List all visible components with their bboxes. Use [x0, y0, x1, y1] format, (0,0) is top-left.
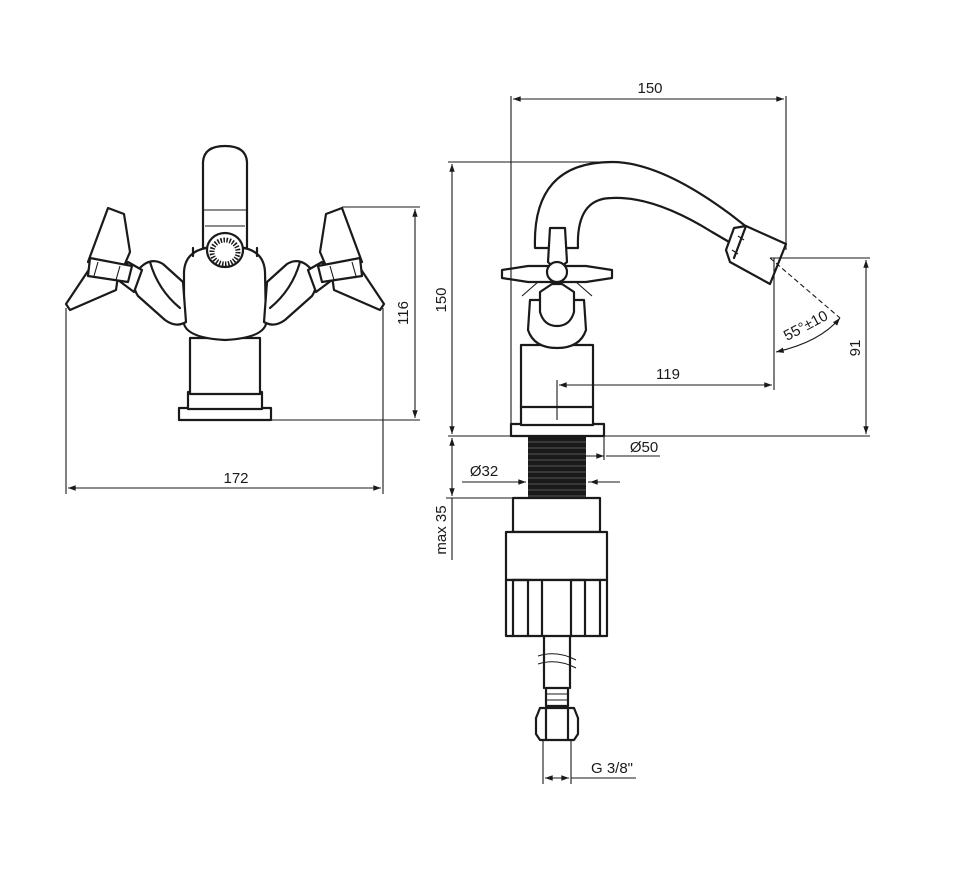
side-nut-upper: [504, 530, 609, 582]
side-connector-nut: [534, 706, 580, 742]
dim-spout-height: 91: [847, 340, 864, 357]
dim-spout-angle: 55°±10: [781, 307, 831, 344]
dim-connection: G 3/8": [591, 760, 633, 777]
side-hose-ferrule: [544, 686, 570, 708]
side-threaded-rod: [528, 436, 586, 500]
side-handle-hub: [545, 260, 569, 284]
dim-side-height: 150: [433, 287, 450, 312]
front-column: [188, 336, 262, 396]
front-right-handle-upper: [318, 206, 364, 268]
front-left-handle-upper: [86, 206, 132, 268]
dim-side-width: 150: [637, 80, 662, 97]
side-spout: [533, 160, 750, 250]
dim-spout-reach: 119: [656, 366, 680, 383]
dim-base-diameter: Ø50: [630, 439, 658, 456]
side-view: 150 150 91 119 55°±10 Ø50 Ø32 max 3: [433, 80, 870, 784]
front-view: 116 172: [64, 144, 420, 494]
front-spout: [201, 144, 249, 250]
dim-front-width: 172: [223, 470, 248, 487]
side-nut-lower: [504, 578, 609, 638]
dim-front-height: 116: [395, 301, 412, 325]
dim-thread-diameter: Ø32: [470, 463, 498, 480]
dim-max-thickness: max 35: [433, 505, 450, 554]
side-washer: [511, 496, 602, 534]
